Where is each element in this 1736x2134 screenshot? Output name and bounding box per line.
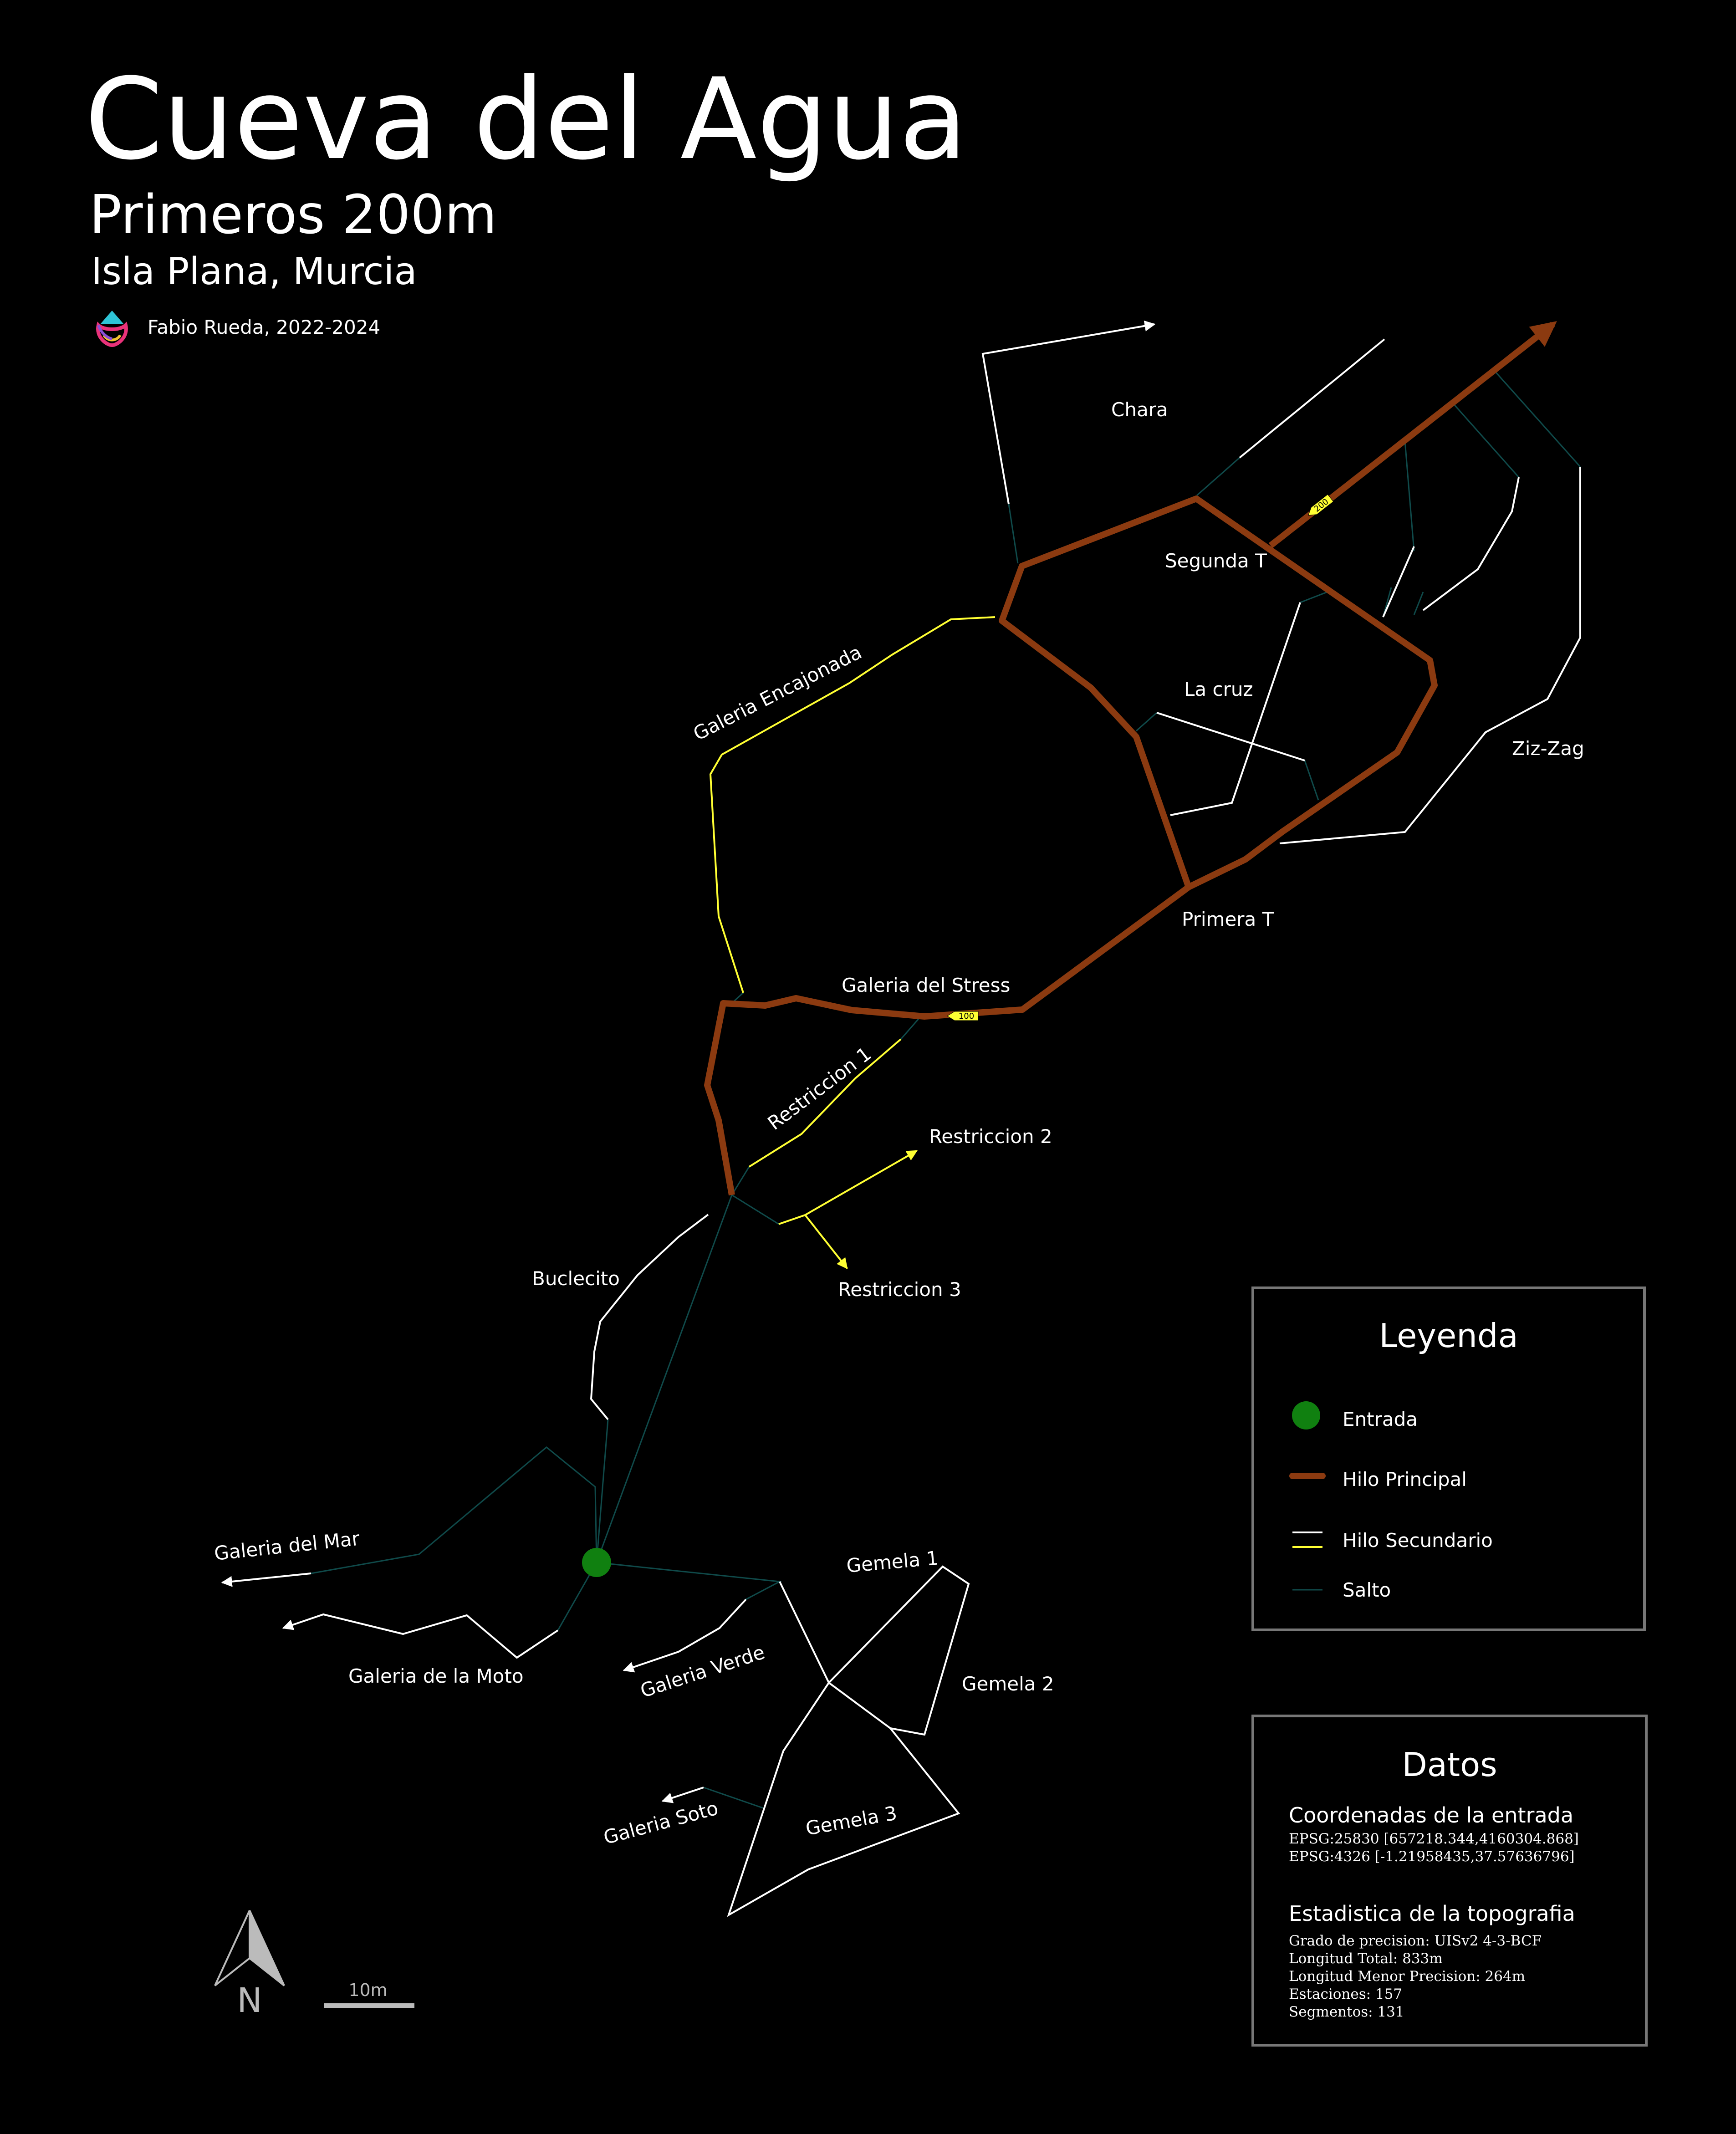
- map-title: Cueva del Agua: [85, 55, 968, 185]
- legend-item-salto: Salto: [1343, 1579, 1391, 1601]
- label-galeria-soto: Galeria Soto: [601, 1797, 720, 1848]
- label-galeria-del-mar: Galeria del Mar: [213, 1527, 361, 1565]
- scale-bar: 10m: [324, 1980, 414, 2008]
- label-galeria-verde: Galeria Verde: [638, 1641, 767, 1702]
- marker-100: 100: [947, 1011, 979, 1021]
- label-chara: Chara: [1111, 398, 1168, 421]
- data-panel: Datos Coordenadas de la entrada EPSG:258…: [1251, 1715, 1648, 2047]
- marker-100-label: 100: [959, 1011, 974, 1021]
- secondary-yellow-lines: [709, 616, 996, 1269]
- author-logo-icon: [96, 311, 128, 347]
- north-arrow: N: [214, 1910, 285, 2020]
- north-label: N: [237, 1981, 262, 2020]
- stats-heading: Estadistica de la topografia: [1289, 1901, 1575, 1926]
- label-la-cruz: La cruz: [1184, 678, 1253, 700]
- map-location: Isla Plana, Murcia: [91, 250, 417, 293]
- secondary-white-lines: [221, 320, 1581, 1917]
- entrance-marker: [582, 1548, 611, 1577]
- stats-line-4: Estaciones: 157: [1289, 1986, 1403, 2002]
- label-galeria-del-stress: Galeria del Stress: [842, 974, 1010, 996]
- stats-line-5: Segmentos: 131: [1289, 2004, 1404, 2020]
- legend-item-hilo-secundario: Hilo Secundario: [1343, 1529, 1493, 1552]
- label-galeria-encajonada: Galeria Encajonada: [689, 641, 865, 745]
- legend-entrance-symbol: [1292, 1401, 1320, 1429]
- label-restriccion-3: Restriccion 3: [838, 1278, 961, 1301]
- label-gemela-2: Gemela 2: [962, 1673, 1054, 1695]
- label-ziz-zag: Ziz-Zag: [1512, 737, 1584, 760]
- label-restriccion-1: Restriccion 1: [764, 1042, 876, 1134]
- scale-label: 10m: [348, 1980, 387, 2000]
- label-segunda-t: Segunda T: [1165, 550, 1267, 572]
- legend-item-entrada: Entrada: [1343, 1408, 1418, 1430]
- label-primera-t: Primera T: [1182, 908, 1274, 930]
- map-subtitle: Primeros 200m: [89, 183, 497, 246]
- stats-line-3: Longitud Menor Precision: 264m: [1289, 1968, 1526, 1985]
- data-title: Datos: [1402, 1746, 1497, 1784]
- legend-panel: Leyenda Entrada Hilo Principal Hilo Secu…: [1251, 1287, 1646, 1631]
- legend-title: Leyenda: [1379, 1317, 1518, 1355]
- label-gemela-1: Gemela 1: [846, 1547, 939, 1577]
- coords-line-2: EPSG:4326 [-1.21958435,37.57636796]: [1289, 1848, 1575, 1865]
- label-restriccion-2: Restriccion 2: [929, 1125, 1052, 1148]
- label-gemela-3: Gemela 3: [804, 1802, 899, 1839]
- legend-symbols: [1289, 1401, 1326, 1591]
- map-author: Fabio Rueda, 2022-2024: [148, 316, 381, 338]
- legend-item-hilo-principal: Hilo Principal: [1343, 1468, 1467, 1491]
- label-galeria-de-la-moto: Galeria de la Moto: [348, 1665, 524, 1687]
- coords-heading: Coordenadas de la entrada: [1289, 1803, 1574, 1828]
- stats-line-2: Longitud Total: 833m: [1289, 1950, 1443, 1967]
- stats-line-1: Grado de precision: UISv2 4-3-BCF: [1289, 1933, 1542, 1949]
- label-buclecito: Buclecito: [532, 1267, 620, 1290]
- coords-line-1: EPSG:25830 [657218.344,4160304.868]: [1289, 1831, 1579, 1847]
